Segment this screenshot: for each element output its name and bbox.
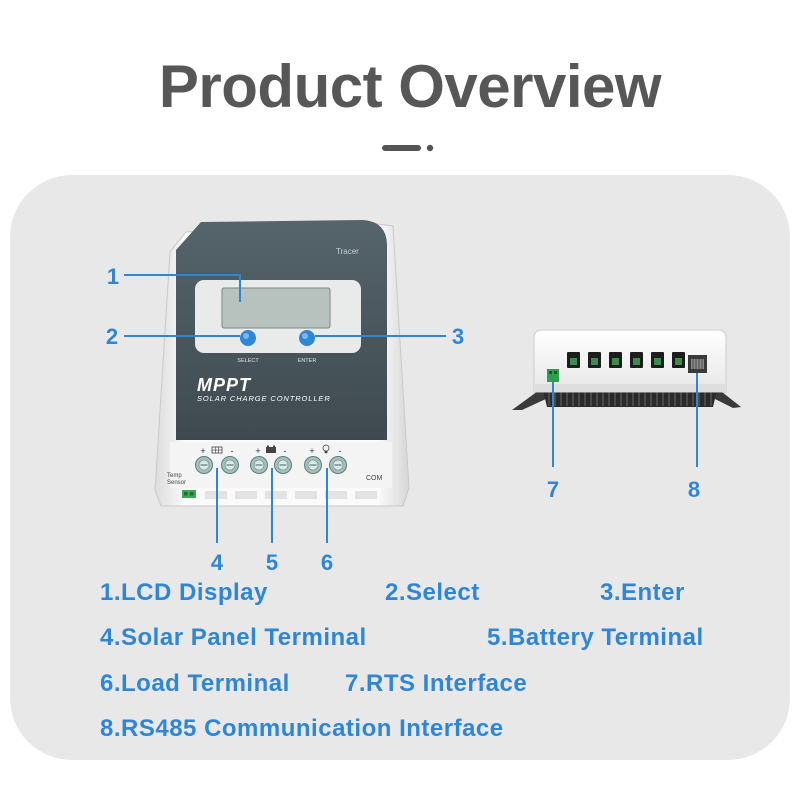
callout-number-1: 1 bbox=[107, 264, 119, 289]
callout-number-3: 3 bbox=[452, 324, 464, 349]
brand-label: Tracer bbox=[336, 247, 359, 256]
temp-sensor-label: Sensor bbox=[167, 480, 186, 486]
title-underline-dot bbox=[426, 144, 434, 152]
callout-line-1 bbox=[124, 274, 241, 302]
terminal-screw bbox=[304, 456, 322, 474]
terminal-plus: + bbox=[200, 446, 205, 456]
callout-number-2: 2 bbox=[106, 324, 118, 349]
terminal-group-battery: + - bbox=[255, 445, 287, 456]
legend-item-rs485-interface: 8.RS485 Communication Interface bbox=[100, 715, 504, 742]
legend-item-rts-interface: 7.RTS Interface bbox=[345, 670, 528, 697]
lcd-screen bbox=[221, 287, 331, 329]
model-subtitle: SOLAR CHARGE CONTROLLER bbox=[197, 394, 331, 403]
enter-label: ENTER bbox=[298, 358, 317, 364]
terminal-screws bbox=[195, 456, 347, 474]
terminal-plus: + bbox=[255, 446, 260, 456]
terminal-opening bbox=[567, 352, 580, 368]
terminal-plus: + bbox=[309, 446, 314, 456]
rs485-port bbox=[688, 355, 707, 373]
terminal-screw bbox=[221, 456, 239, 474]
terminal-opening bbox=[588, 352, 601, 368]
bottom-slot bbox=[325, 491, 347, 499]
solar-panel-icon bbox=[211, 446, 223, 454]
legend-item-select: 2.Select bbox=[385, 579, 480, 606]
terminal-minus: - bbox=[284, 446, 287, 456]
select-label: SELECT bbox=[237, 358, 259, 364]
terminal-screw bbox=[274, 456, 292, 474]
legend-item-load-terminal: 6.Load Terminal bbox=[100, 670, 290, 697]
terminal-group-load: + - bbox=[309, 444, 342, 456]
terminal-opening bbox=[651, 352, 664, 368]
enter-button-highlight bbox=[302, 333, 308, 339]
temp-sensor-connector bbox=[182, 490, 196, 498]
bottom-slot bbox=[295, 491, 317, 499]
callout-number-7: 7 bbox=[547, 477, 559, 502]
bulb-icon bbox=[322, 444, 330, 454]
terminal-opening bbox=[630, 352, 643, 368]
battery-icon bbox=[266, 445, 276, 453]
terminal-group-solar: + - bbox=[200, 446, 233, 456]
callout-number-5: 5 bbox=[266, 550, 278, 575]
callouts: 1 2 3 4 5 6 7 8 bbox=[106, 264, 700, 575]
left-mounting-foot bbox=[512, 391, 550, 410]
callout-number-8: 8 bbox=[688, 477, 700, 502]
legend-item-enter: 3.Enter bbox=[600, 579, 685, 606]
model-label: MPPT bbox=[197, 375, 252, 395]
callout-number-6: 6 bbox=[321, 550, 333, 575]
rts-connector bbox=[547, 369, 559, 382]
terminal-opening bbox=[609, 352, 622, 368]
terminal-opening bbox=[672, 352, 685, 368]
legend-item-battery-terminal: 5.Battery Terminal bbox=[487, 624, 704, 651]
temp-sensor-label: Temp bbox=[167, 473, 182, 479]
bottom-slot bbox=[355, 491, 377, 499]
select-button-highlight bbox=[243, 333, 249, 339]
controller-front-view: Tracer SELECT ENTER MPPT SOLAR CHARGE CO… bbox=[154, 220, 410, 507]
terminal-screw bbox=[195, 456, 213, 474]
terminal-minus: - bbox=[231, 446, 234, 456]
heat-sink-fins bbox=[548, 391, 712, 406]
terminal-openings bbox=[567, 352, 685, 368]
terminal-screw bbox=[329, 456, 347, 474]
terminal-screw bbox=[250, 456, 268, 474]
side-body-lower-band bbox=[534, 384, 726, 392]
terminal-minus: - bbox=[339, 446, 342, 456]
bottom-slot bbox=[235, 491, 257, 499]
heat-sink bbox=[543, 390, 717, 407]
callout-number-4: 4 bbox=[211, 550, 224, 575]
legend-item-solar-panel-terminal: 4.Solar Panel Terminal bbox=[100, 624, 367, 651]
page-title: Product Overview bbox=[158, 53, 662, 120]
com-label: COM bbox=[366, 475, 383, 482]
legend-item-lcd-display: 1.LCD Display bbox=[100, 579, 268, 606]
bottom-slot bbox=[265, 491, 287, 499]
controller-side-view bbox=[512, 329, 741, 410]
